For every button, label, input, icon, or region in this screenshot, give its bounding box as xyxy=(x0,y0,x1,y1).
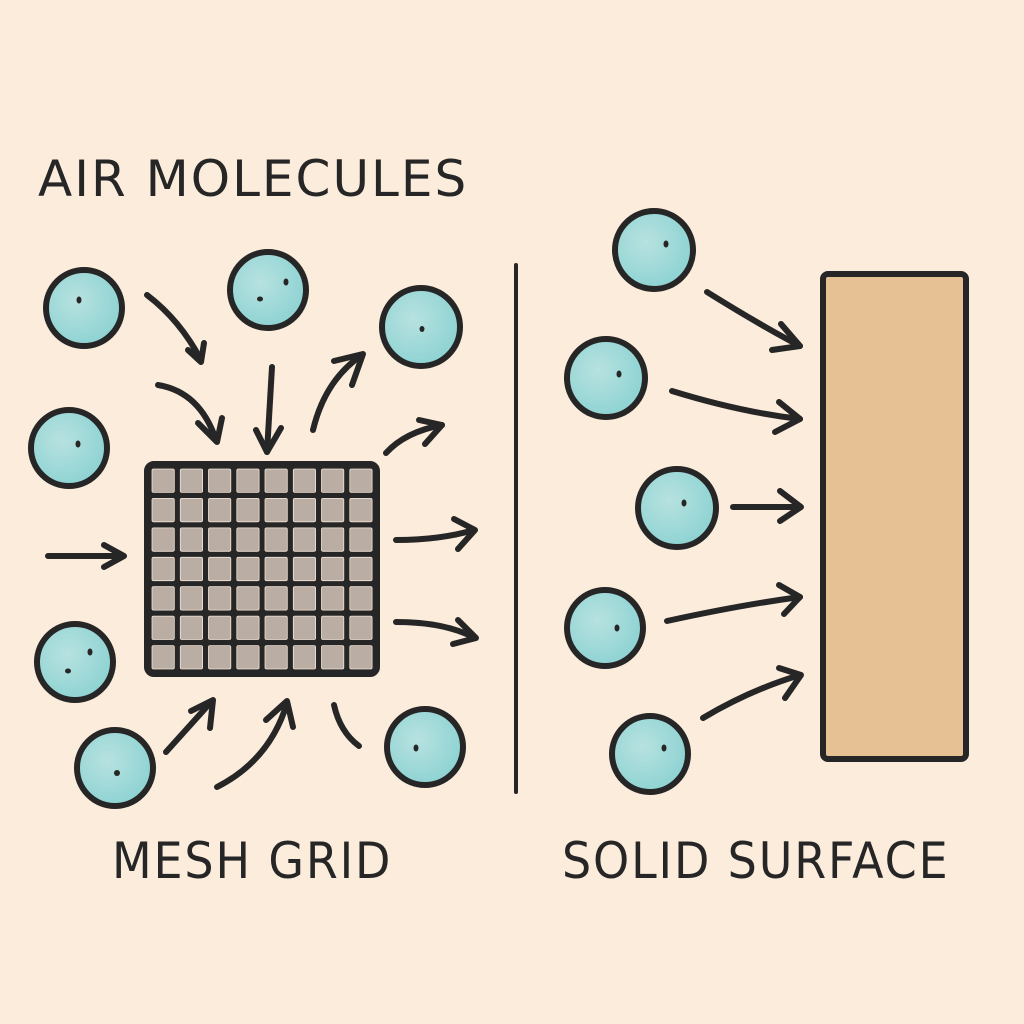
arrow-into-mesh xyxy=(45,542,127,570)
mesh-cell xyxy=(179,556,204,582)
mesh-cell xyxy=(292,586,316,611)
molecule xyxy=(609,713,691,795)
mesh-cell xyxy=(208,615,232,640)
mesh-cell xyxy=(264,615,288,640)
mesh-cell xyxy=(179,586,204,611)
mesh-cell xyxy=(208,497,232,523)
arrow-into-surface xyxy=(664,582,803,624)
mesh-cell xyxy=(208,468,232,493)
molecule xyxy=(74,727,156,809)
mesh-cell xyxy=(349,586,373,611)
mesh-cell xyxy=(236,527,260,552)
mesh-cell xyxy=(179,468,204,493)
solid-surface xyxy=(820,271,969,762)
mesh-cell xyxy=(236,615,260,640)
mesh-cell xyxy=(292,645,316,670)
molecule xyxy=(28,407,110,489)
mesh-cell xyxy=(179,645,204,670)
arrow-into-mesh xyxy=(155,382,225,445)
arrow-out-of-mesh xyxy=(310,351,366,433)
arrow-into-mesh xyxy=(163,697,216,755)
mesh-cell xyxy=(264,586,288,611)
mesh-cell xyxy=(151,645,175,670)
mesh-cell xyxy=(321,527,345,552)
mesh-grid xyxy=(144,461,380,677)
solid-surface-label: SOLID SURFACE xyxy=(562,832,950,890)
mesh-cell xyxy=(264,497,288,523)
mesh-cell xyxy=(292,615,316,640)
mesh-cell xyxy=(179,497,204,523)
mesh-cell xyxy=(208,645,232,670)
mesh-cell xyxy=(349,556,373,582)
arrow-deflect xyxy=(331,702,362,749)
arrow-out-of-mesh xyxy=(393,617,479,647)
mesh-cell xyxy=(264,468,288,493)
molecule xyxy=(43,267,125,349)
arrow-into-surface xyxy=(730,488,804,524)
mesh-cell xyxy=(236,645,260,670)
mesh-cell xyxy=(292,527,316,552)
molecule xyxy=(227,249,309,331)
arrow-into-mesh xyxy=(253,364,284,455)
mesh-cell xyxy=(151,527,175,552)
mesh-cell xyxy=(236,468,260,493)
mesh-cell xyxy=(349,645,373,670)
mesh-cell xyxy=(208,527,232,552)
mesh-cell xyxy=(151,497,175,523)
arrow-into-surface xyxy=(669,388,803,435)
mesh-cell xyxy=(151,556,175,582)
mesh-cell xyxy=(179,527,204,552)
mesh-grid-label: MESH GRID xyxy=(112,832,393,890)
mesh-cell xyxy=(264,556,288,582)
mesh-cell xyxy=(321,615,345,640)
arrow-out-of-mesh xyxy=(383,417,445,456)
arrow-into-mesh xyxy=(144,292,207,365)
arrow-into-surface xyxy=(700,665,804,721)
mesh-cell xyxy=(151,468,175,493)
molecule xyxy=(34,621,116,703)
molecule xyxy=(379,285,463,369)
mesh-cell xyxy=(292,468,316,493)
mesh-cell xyxy=(321,556,345,582)
mesh-cell xyxy=(151,586,175,611)
molecule xyxy=(564,587,646,669)
mesh-cell xyxy=(321,497,345,523)
mesh-cell xyxy=(236,497,260,523)
mesh-cell xyxy=(349,615,373,640)
mesh-cell xyxy=(321,645,345,670)
molecule xyxy=(612,208,696,292)
mesh-cell xyxy=(321,468,345,493)
mesh-cell xyxy=(264,527,288,552)
mesh-cell xyxy=(321,586,345,611)
mesh-cell xyxy=(179,615,204,640)
mesh-cell xyxy=(349,497,373,523)
mesh-cell xyxy=(236,586,260,611)
arrow-out-of-mesh xyxy=(393,516,478,552)
arrow-into-mesh xyxy=(214,698,296,790)
mesh-cell xyxy=(208,586,232,611)
molecule xyxy=(384,706,466,788)
mesh-cell xyxy=(292,556,316,582)
diagram-title: AIR MOLECULES xyxy=(38,150,469,208)
mesh-cell xyxy=(292,497,316,523)
mesh-cell xyxy=(151,615,175,640)
mesh-cell xyxy=(349,527,373,552)
molecule xyxy=(635,466,719,550)
mesh-cell xyxy=(349,468,373,493)
mesh-cell xyxy=(264,645,288,670)
molecule xyxy=(564,336,648,420)
arrow-into-surface xyxy=(704,289,803,353)
mesh-cell xyxy=(236,556,260,582)
mesh-cell xyxy=(208,556,232,582)
